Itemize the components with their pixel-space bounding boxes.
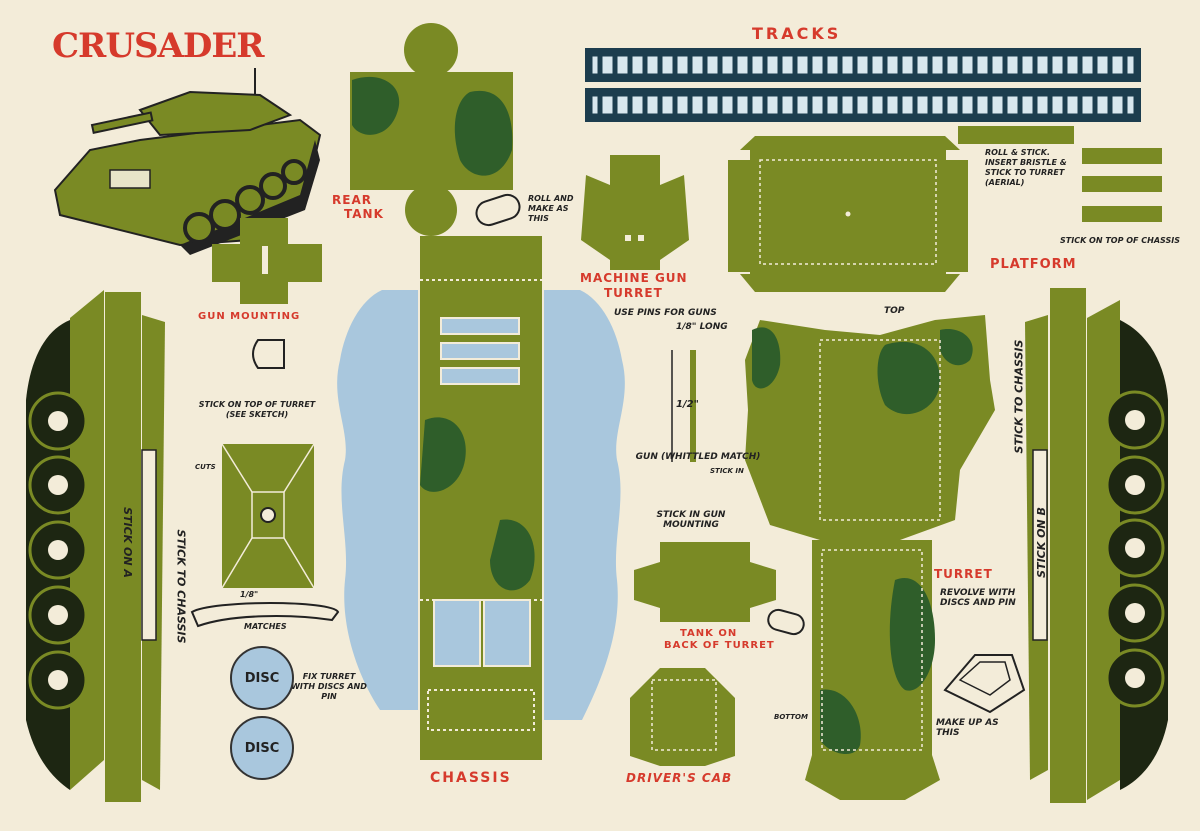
tank-on-back-label: TANK ON — [680, 628, 738, 639]
tank-on-back-label-2: BACK OF TURRET — [664, 640, 775, 651]
chassis-piece — [420, 236, 542, 760]
machine-gun-turret-label: MACHINE GUN — [580, 271, 688, 285]
stick-to-chassis-label-right: STICK TO CHASSIS — [1012, 339, 1026, 454]
stick-to-chassis-label-left: STICK TO CHASSIS — [174, 529, 188, 644]
turret-top-piece — [190, 443, 340, 628]
platform-piece — [728, 126, 1162, 292]
tracks-strips — [585, 48, 1141, 122]
stick-on-b-label: STICK ON B — [1034, 507, 1048, 578]
fraction-1-label: 1/8" — [240, 590, 259, 599]
page-title: CRUSADER — [52, 26, 265, 66]
stick-on-top-chassis-label: STICK ON TOP OF CHASSIS — [1060, 236, 1181, 245]
tank-on-back-piece — [634, 542, 805, 636]
tank-illustration — [53, 68, 322, 255]
chassis-label: CHASSIS — [430, 770, 512, 786]
top-label: TOP — [884, 306, 905, 316]
bottom-label: BOTTOM — [774, 713, 808, 721]
platform-label: PLATFORM — [990, 257, 1077, 272]
rear-tank-piece — [350, 23, 521, 236]
gun-piece — [671, 350, 696, 462]
turret-label: TURRET — [934, 567, 993, 581]
cuts-label: CUTS — [195, 463, 216, 471]
drivers-cab-piece — [630, 668, 735, 766]
disc-1: DISC — [230, 646, 294, 710]
turret-sketch — [943, 654, 1026, 714]
matches-label: MATCHES — [244, 622, 287, 631]
fix-turret-label: FIX TURRET WITH DISCS AND PIN — [291, 672, 367, 701]
revolve-label: REVOLVE WITH DISCS AND PIN — [940, 588, 1016, 608]
use-pins-label: USE PINS FOR GUNS — [614, 308, 717, 318]
stick-in-label: STICK IN — [710, 467, 744, 475]
machine-gun-turret-label-2: TURRET — [604, 286, 663, 300]
use-pins-label-2: 1/8" LONG — [676, 322, 728, 332]
disc-2: DISC — [230, 716, 294, 780]
make-up-label: MAKE UP AS THIS — [936, 718, 999, 738]
roll-make-label: ROLL AND MAKE AS THIS — [528, 194, 574, 223]
roll-stick-label: ROLL & STICK. INSERT BRISTLE & STICK TO … — [985, 148, 1067, 187]
blue-side-panels — [337, 290, 625, 720]
tracks-label: TRACKS — [752, 24, 842, 43]
fraction-2-label: 1/2" — [676, 399, 699, 410]
rear-tank-label: REAR — [332, 193, 372, 207]
gun-label: GUN (WHITTLED MATCH) — [635, 452, 761, 462]
gun-mounting-piece — [212, 218, 322, 369]
rear-tank-label-2: TANK — [344, 207, 384, 221]
stick-in-gun-mounting-label: STICK IN GUN MOUNTING — [656, 510, 726, 530]
gun-mounting-label: GUN MOUNTING — [198, 311, 301, 322]
stick-on-a-label: STICK ON A — [120, 507, 134, 578]
left-side-piece — [26, 290, 165, 802]
turret-piece — [745, 315, 995, 800]
right-side-piece — [1025, 288, 1168, 803]
machine-gun-turret-piece — [581, 155, 689, 270]
drivers-cab-label: DRIVER'S CAB — [626, 771, 733, 785]
stick-top-turret-label: STICK ON TOP OF TURRET (SEE SKETCH) — [198, 400, 316, 419]
